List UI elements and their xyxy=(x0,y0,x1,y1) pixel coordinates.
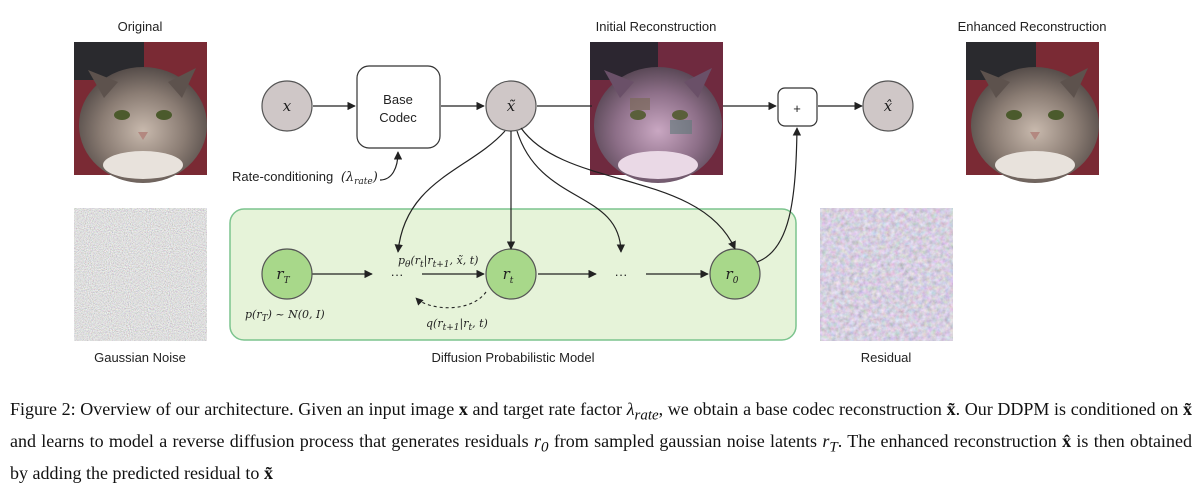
base-codec-line2: Codec xyxy=(379,110,417,125)
r-0-sub: 0 xyxy=(733,276,739,286)
node-r-T: rT xyxy=(261,248,313,300)
plus-node: + xyxy=(777,87,818,127)
node-r-0: r0 xyxy=(709,248,761,300)
residual-image xyxy=(820,208,953,341)
dots-right: ··· xyxy=(615,267,628,282)
svg-text:rt: rt xyxy=(503,265,514,286)
gaussian-noise-image xyxy=(74,208,207,341)
figure-caption: Figure 2: Overview of our architecture. … xyxy=(10,399,1192,483)
r-T-base: r xyxy=(276,265,284,283)
node-x-tilde: x̃ xyxy=(485,80,537,132)
r-0-base: r xyxy=(726,265,734,283)
r-t-sub: t xyxy=(510,276,514,286)
p-theta-label: pθ(rt|rt+1, x̃, t) xyxy=(398,254,478,270)
rate-conditioning-label: Rate-conditioning (λrate) xyxy=(232,169,378,187)
rate-cond-close: ) xyxy=(372,170,378,185)
label-original: Original xyxy=(118,19,163,34)
svg-text:rT: rT xyxy=(276,265,290,286)
rate-cond-sub: rate xyxy=(354,177,373,187)
svg-text:Rate-conditioning (λrate: Rate-conditioning (λrate) xyxy=(232,169,378,187)
enhanced-reconstruction-image xyxy=(966,42,1099,183)
label-enhanced-reconstruction: Enhanced Reconstruction xyxy=(958,19,1107,34)
math-x-tilde: x̃ xyxy=(507,97,516,115)
initial-reconstruction-image xyxy=(590,42,723,183)
original-image xyxy=(74,42,207,183)
q-label: q(rt+1|rt, t) xyxy=(426,317,488,333)
label-initial-reconstruction: Initial Reconstruction xyxy=(596,19,717,34)
plus-sign: + xyxy=(793,101,801,116)
svg-text:r0: r0 xyxy=(726,265,739,286)
r-T-sub: T xyxy=(284,276,291,286)
prior-label: p(rT) ~ N(0, I) xyxy=(245,308,325,324)
label-diffusion-model: Diffusion Probabilistic Model xyxy=(431,350,594,365)
rate-cond-text: Rate-conditioning xyxy=(232,169,333,184)
r-t-base: r xyxy=(503,265,511,283)
rate-cond-lambda: (λ xyxy=(341,170,354,185)
base-codec-box: Base Codec xyxy=(356,65,441,149)
node-x-hat: x̂ xyxy=(862,80,914,132)
node-r-t: rt xyxy=(485,248,537,300)
label-gaussian-noise: Gaussian Noise xyxy=(94,350,186,365)
math-x: x xyxy=(283,97,292,115)
base-codec-line1: Base xyxy=(383,92,413,107)
math-x-hat: x̂ xyxy=(884,97,893,115)
node-x: x xyxy=(261,80,313,132)
dots-left: ··· xyxy=(391,267,404,282)
label-residual: Residual xyxy=(861,350,912,365)
